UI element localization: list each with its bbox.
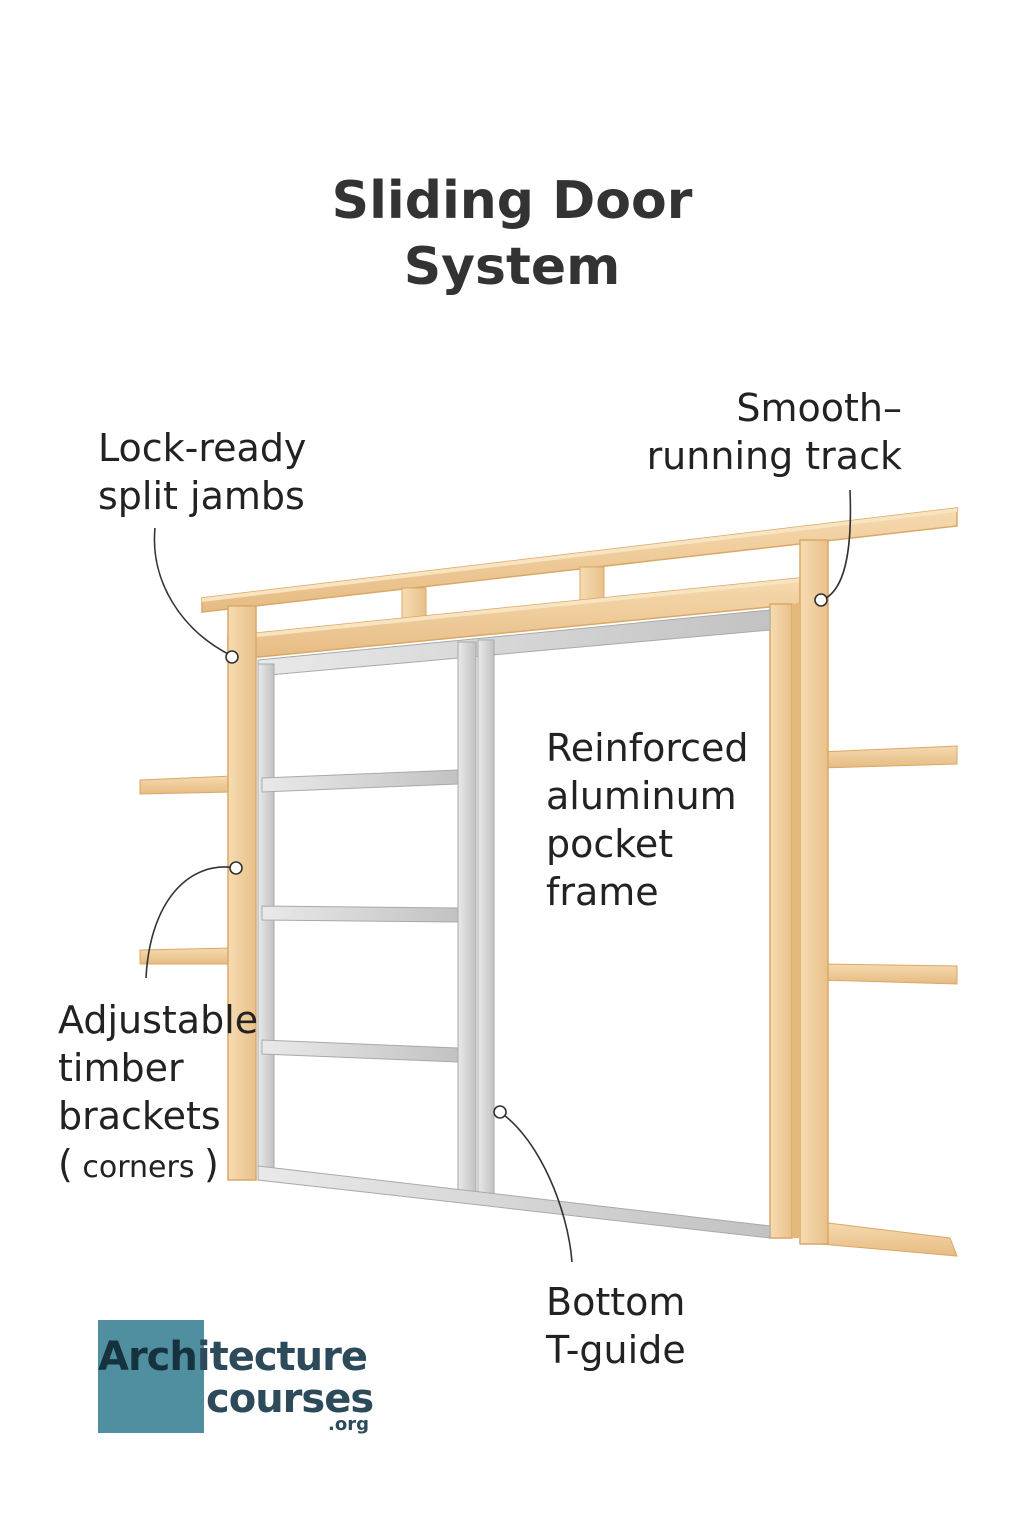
label-smooth-running-track: Smooth– running track [647, 384, 902, 480]
logo-box [98, 1320, 204, 1433]
diagram-title: Sliding Door System [0, 168, 1024, 300]
left-split-jamb [227, 605, 257, 1181]
left-timber-brackets [139, 775, 233, 965]
paren-open: ( [58, 1142, 73, 1186]
label-bottom-t-guide: Bottom T-guide [546, 1278, 686, 1374]
label-lock-ready-split-jambs: Lock-ready split jambs [98, 424, 306, 520]
label-line: timber [58, 1046, 184, 1090]
paren-close: ) [204, 1142, 219, 1186]
label-line: Reinforced [546, 726, 749, 770]
label-line: running track [646, 434, 902, 478]
label-adjustable-timber-brackets: Adjustable timber brackets ( corners ) [58, 996, 258, 1192]
logo-rest: itecture [196, 1334, 368, 1380]
label-reinforced-aluminum-pocket-frame: Reinforced aluminum pocket frame [546, 724, 749, 916]
title-line-2: System [403, 237, 621, 297]
leader-lines [145, 489, 852, 1263]
label-line: brackets [58, 1094, 221, 1138]
label-line: Smooth– [736, 386, 902, 430]
label-line: split jambs [98, 474, 305, 518]
logo-line-2: courses [206, 1376, 374, 1422]
label-line: Adjustable [58, 998, 259, 1042]
logo-line-3: .org [328, 1414, 369, 1435]
aluminum-pocket-frame [257, 609, 771, 1239]
label-line: pocket [546, 822, 674, 866]
right-split-jamb [769, 539, 829, 1245]
label-line-corners: ( corners ) [58, 1140, 258, 1192]
label-line: Bottom [546, 1280, 686, 1324]
label-line: aluminum [546, 774, 737, 818]
label-line: frame [546, 870, 659, 914]
label-line: Lock-ready [98, 426, 307, 470]
top-header-beam [201, 507, 958, 613]
architecture-courses-logo: Architecture courses .org [98, 1320, 378, 1435]
callout-dots [225, 593, 828, 1119]
corners-text: corners [72, 1150, 204, 1185]
logo-lead: Arch [98, 1334, 198, 1380]
right-timber-brackets [819, 745, 958, 1257]
logo-line-1: Architecture [98, 1334, 368, 1380]
label-line: T-guide [546, 1328, 686, 1372]
title-line-1: Sliding Door [331, 171, 693, 231]
